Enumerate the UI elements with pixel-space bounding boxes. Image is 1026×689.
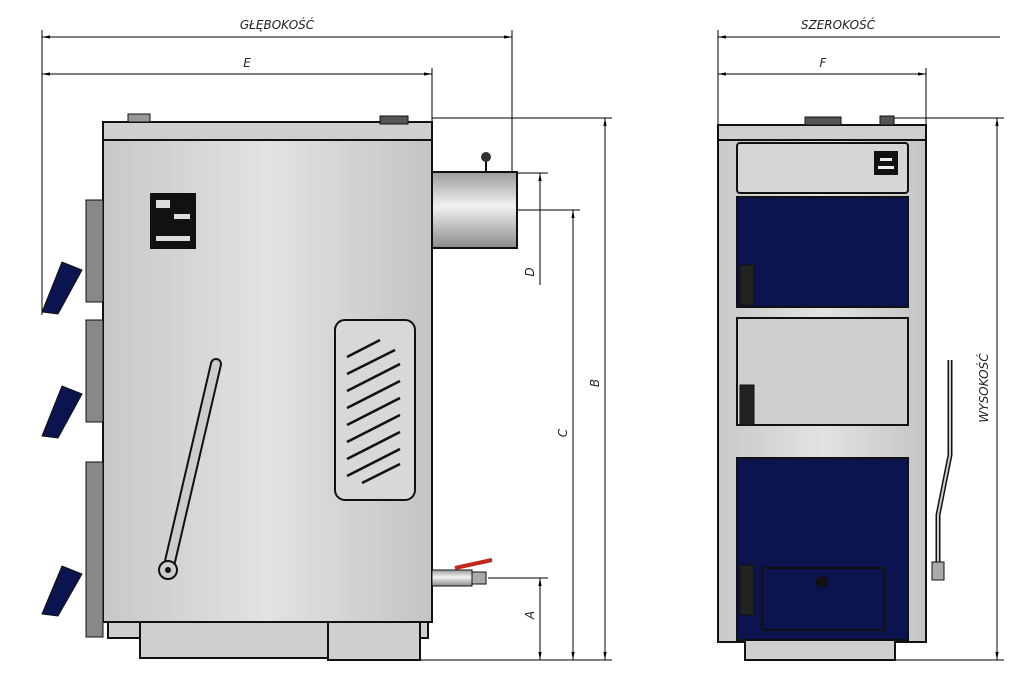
depth-dimension: GŁĘBOKOŚĆ: [41, 17, 513, 315]
depth-label: GŁĘBOKOŚĆ: [240, 17, 315, 32]
dim-f-label: F: [820, 56, 828, 70]
top-cover: [102, 121, 433, 141]
front-base: [744, 639, 896, 661]
height-label: WYSOKOŚĆ: [976, 353, 991, 423]
dimension-b: B: [432, 117, 612, 660]
controller-icon: [874, 151, 898, 175]
top-cover-front: [717, 124, 927, 141]
dimension-e: E: [42, 56, 433, 122]
dim-e-label: E: [243, 56, 251, 70]
middle-door-handle: [739, 384, 755, 426]
upper-door-handle: [739, 264, 755, 306]
width-label: SZEROKOŚĆ: [801, 17, 876, 32]
drain-valve: [431, 558, 493, 587]
dimension-c: C: [556, 210, 575, 660]
dim-d-label: D: [523, 267, 537, 276]
dim-b-label: B: [588, 379, 602, 387]
flue-pipe: [431, 171, 518, 249]
middle-door: [736, 317, 909, 426]
dimension-f: F: [718, 56, 927, 125]
control-panel: [736, 142, 909, 194]
height-dimension: WYSOKOŚĆ: [880, 117, 1004, 661]
lever: [158, 358, 222, 580]
side-view: GŁĘBOKOŚĆ E D C B A: [41, 17, 612, 661]
front-view: SZEROKOŚĆ F WYSOKOŚĆ: [717, 17, 1004, 661]
door-handles-side: [41, 199, 104, 638]
dimension-d: D: [517, 172, 580, 285]
upper-door: [736, 196, 909, 308]
dim-c-label: C: [556, 428, 570, 437]
ash-door-handle: [739, 564, 755, 616]
width-dimension: SZEROKOŚĆ: [717, 17, 1000, 125]
dim-a-label: A: [523, 611, 537, 620]
vent-slots: [346, 338, 401, 485]
